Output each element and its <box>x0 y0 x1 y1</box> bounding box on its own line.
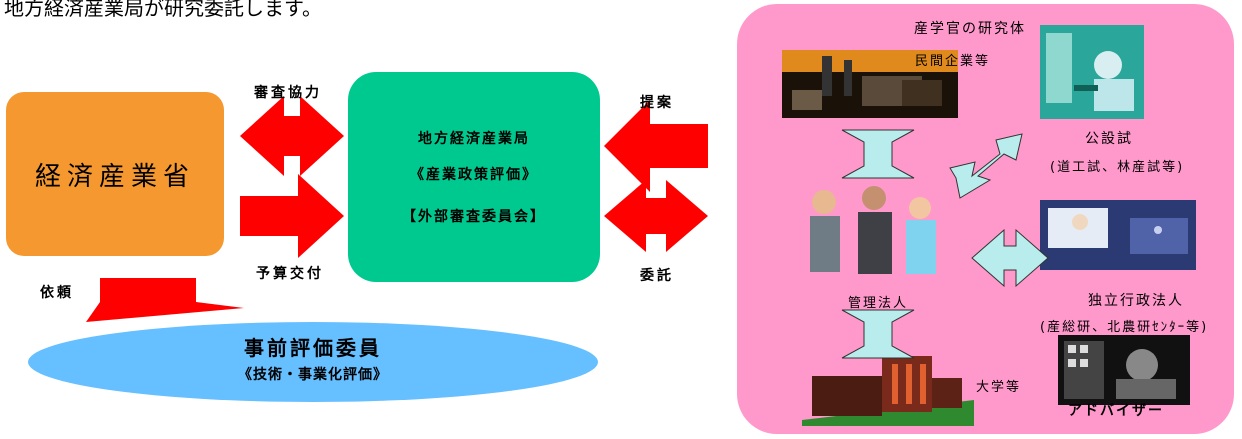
public-lab-researcher-image <box>1040 25 1144 119</box>
consortium-title: 産学官の研究体 <box>914 21 1026 37</box>
advisor-label: アドバイザー <box>1068 403 1164 419</box>
companies-corp-arrow <box>841 129 915 179</box>
pre-evaluators-ellipse: 事前評価委員 《技術・事業化評価》 <box>28 322 598 402</box>
independent-agencies-label: 独立行政法人 <box>1088 293 1184 309</box>
universities-label: 大学等 <box>976 380 1022 395</box>
bureau-policy-eval: 《産業政策評価》 <box>410 167 538 183</box>
bureau-committee: 【外部審査委員会】 <box>402 209 546 225</box>
regional-bureau-box: 地方経済産業局 《産業政策評価》 【外部審査委員会】 <box>348 72 600 282</box>
proposal-arrow <box>604 100 708 192</box>
managing-corp-people-image <box>810 186 936 274</box>
budget-grant-arrow <box>240 174 344 258</box>
corp-universities-arrow <box>841 309 915 359</box>
proposal-label: 提案 <box>640 95 674 111</box>
corp-agencies-arrow <box>971 228 1049 288</box>
bureau-name: 地方経済産業局 <box>418 131 530 147</box>
review-cooperation-arrow <box>240 96 344 176</box>
commission-label: 委託 <box>640 268 674 284</box>
managing-corp-label: 管理法人 <box>848 296 909 311</box>
independent-agency-researcher-image <box>1040 200 1196 270</box>
meti-box: 経済産業省 <box>6 92 224 256</box>
review-cooperation-label: 審査協力 <box>254 85 322 101</box>
evaluators-title: 事前評価委員 <box>244 336 382 360</box>
public-labs-label: 公設試 <box>1085 131 1133 147</box>
university-building-image <box>802 356 974 426</box>
evaluators-subtitle: 《技術・事業化評価》 <box>238 367 388 383</box>
public-labs-examples: (道工試、林産試等) <box>1050 160 1185 175</box>
request-label: 依頼 <box>40 285 74 301</box>
intro-text: 地方経済産業局が研究委託します。 <box>4 0 322 20</box>
budget-grant-label: 予算交付 <box>256 266 324 282</box>
commission-arrow <box>604 180 708 252</box>
independent-agencies-examples: (産総研、北農研ｾﾝﾀｰ等) <box>1040 320 1209 335</box>
corp-publiclabs-arrow <box>949 133 1023 199</box>
private-companies-label: 民間企業等 <box>915 54 991 69</box>
advisor-image <box>1058 335 1190 405</box>
factory-image <box>782 50 958 118</box>
meti-label: 経済産業省 <box>34 161 195 192</box>
request-arrow <box>86 278 244 322</box>
